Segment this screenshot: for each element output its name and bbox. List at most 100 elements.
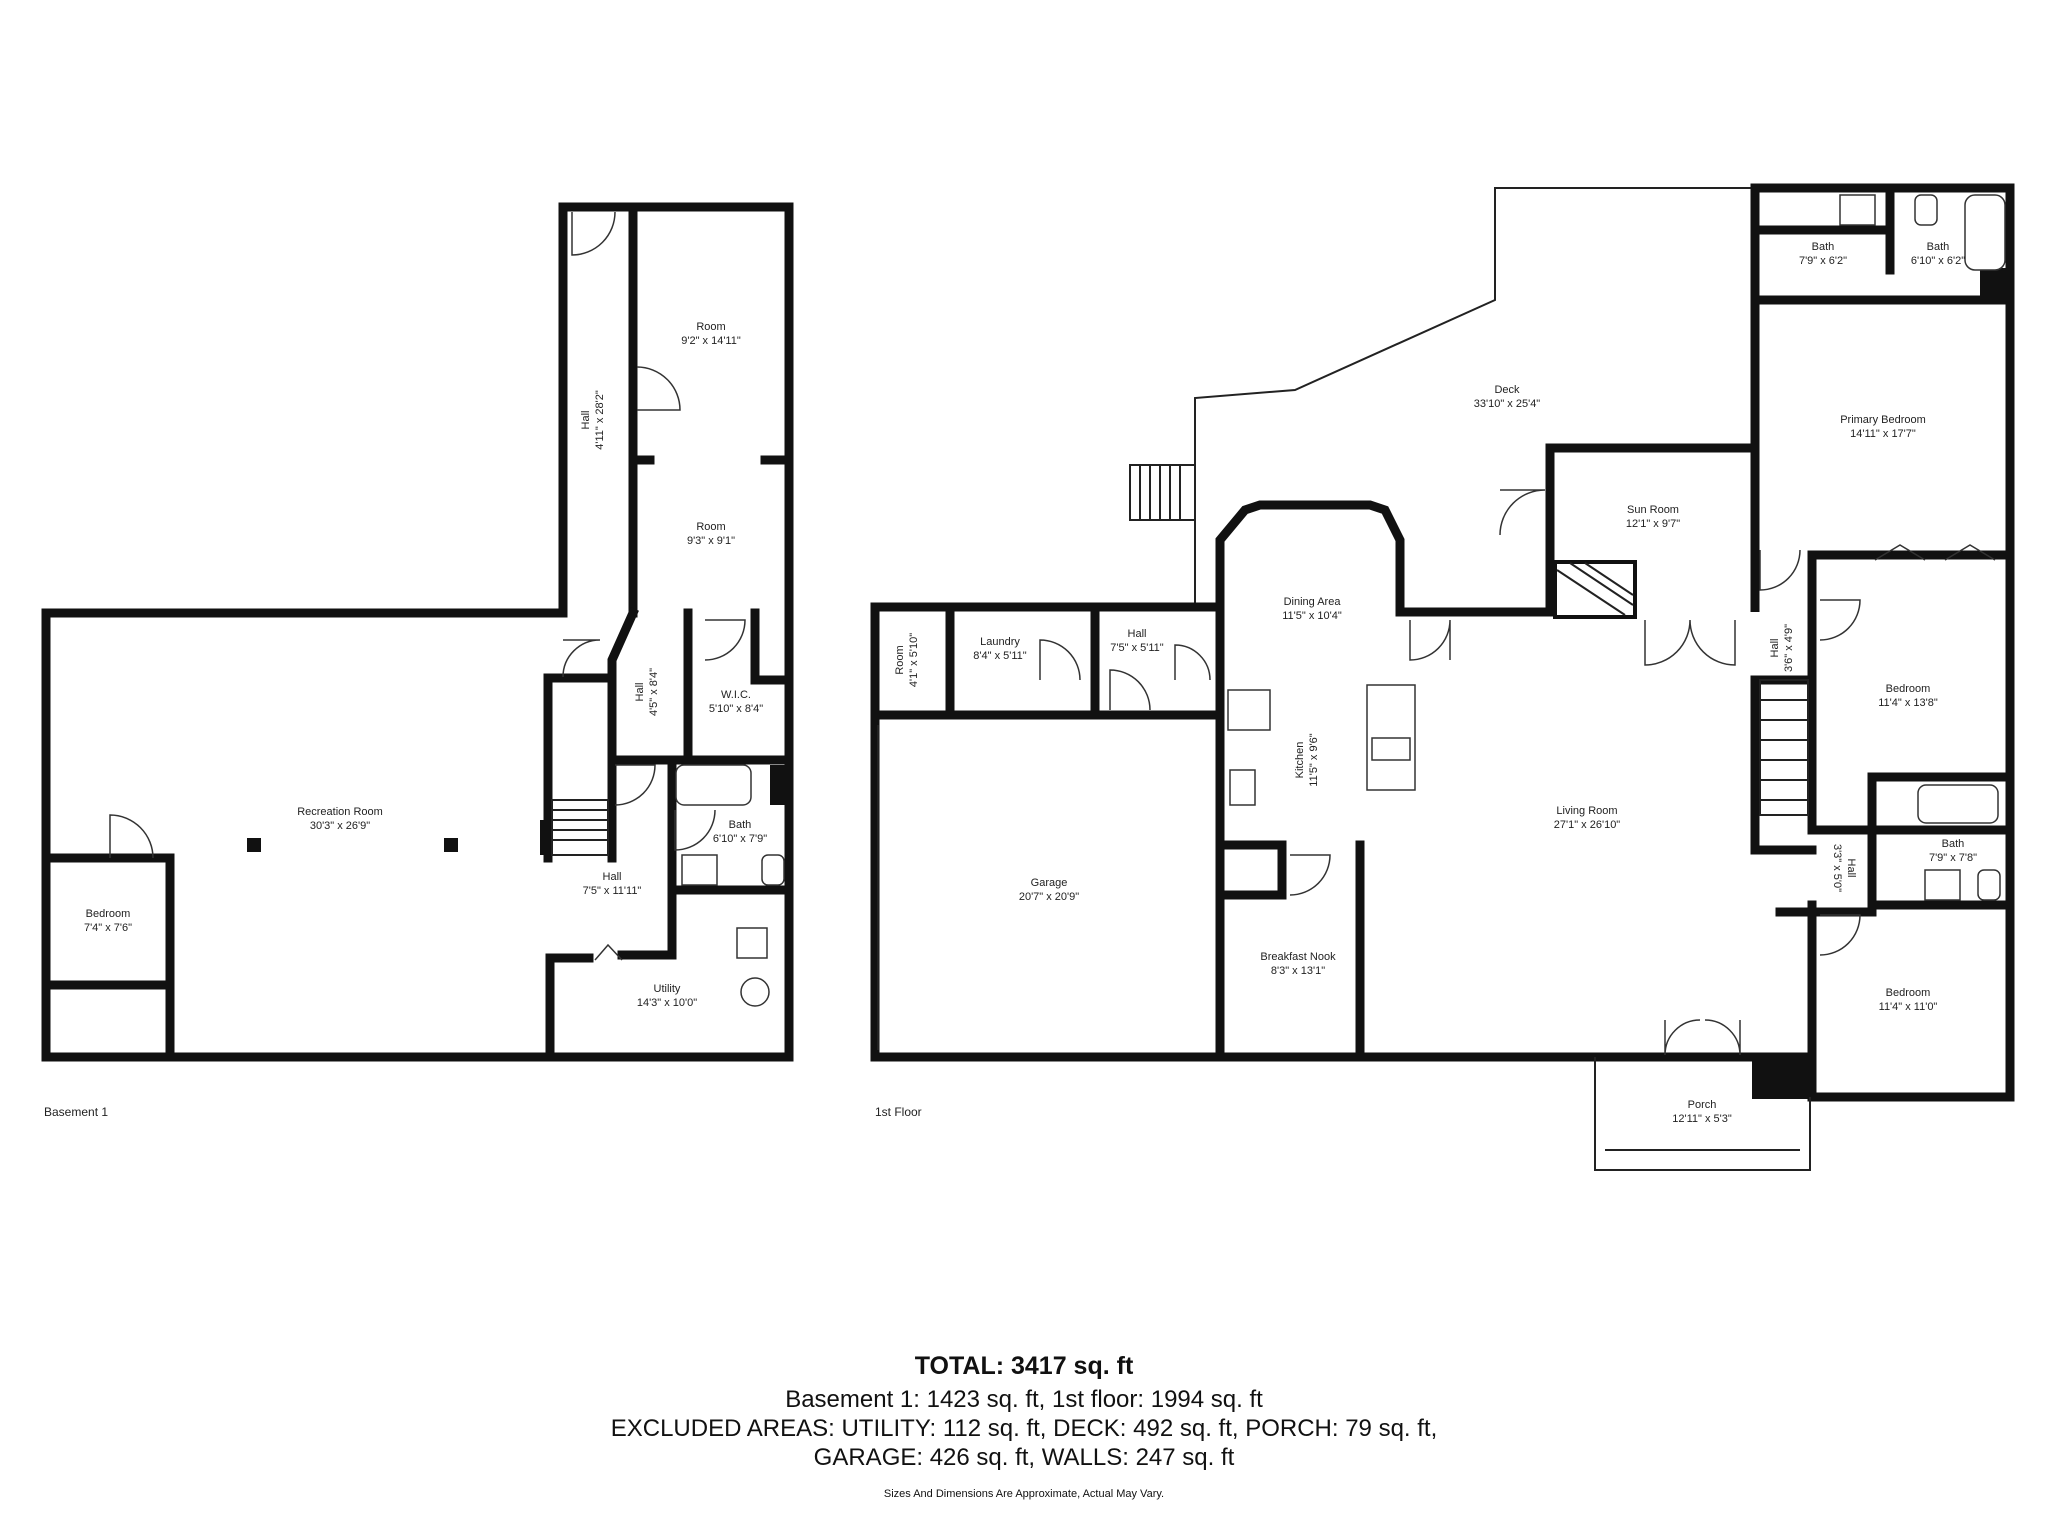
room-name: Bath xyxy=(1927,241,1950,253)
excluded-areas-continued: GARAGE: 426 sq. ft, WALLS: 247 sq. ft xyxy=(813,1444,1235,1471)
door-swing-icon xyxy=(1039,639,1081,681)
toilet-icon xyxy=(761,854,785,886)
room-name: Room xyxy=(894,645,906,674)
room-dims: 14'11" x 17'7" xyxy=(1850,428,1916,440)
room-dims: 7'5" x 11'11" xyxy=(583,885,642,897)
sink-icon xyxy=(1839,194,1876,226)
room-name: Kitchen xyxy=(1294,742,1306,779)
disclaimer: Sizes And Dimensions Are Approximate, Ac… xyxy=(883,1488,1165,1500)
wall-block-icon xyxy=(1752,1057,1812,1099)
room-dims: 8'4" x 5'11" xyxy=(973,650,1026,662)
room-name: Porch xyxy=(1688,1099,1717,1111)
floor-label: Basement 1 xyxy=(44,1105,108,1119)
room-dims: 12'11" x 5'3" xyxy=(1672,1113,1732,1125)
room-name: Hall xyxy=(580,411,592,430)
column-icon xyxy=(247,838,261,852)
sink-icon xyxy=(1924,869,1961,901)
door-bifold-icon xyxy=(594,943,623,961)
room-dims: 7'9" x 7'8" xyxy=(1929,852,1977,864)
room-name: Deck xyxy=(1494,384,1520,396)
room-name: Hall xyxy=(603,871,622,883)
room-dims: 4'11" x 28'2" xyxy=(594,390,606,450)
floor-areas: Basement 1: 1423 sq. ft, 1st floor: 1994… xyxy=(785,1386,1263,1413)
room-dims: 33'10" x 25'4" xyxy=(1474,398,1541,410)
room-name: Hall xyxy=(1845,859,1857,878)
door-swing-icon xyxy=(1289,854,1331,896)
room-name: Breakfast Nook xyxy=(1260,951,1336,963)
floor-label: 1st Floor xyxy=(875,1105,922,1119)
door-swing-icon xyxy=(1109,669,1151,711)
room-name: Room xyxy=(696,321,725,333)
room-dims: 11'4" x 13'8" xyxy=(1878,697,1938,709)
room-name: Room xyxy=(696,521,725,533)
room-name: Utility xyxy=(654,983,681,995)
toilet-icon xyxy=(1977,869,2001,901)
room-dims: 9'3" x 9'1" xyxy=(687,535,735,547)
door-swing-icon xyxy=(1644,619,1736,666)
wall-block-icon xyxy=(770,765,789,805)
room-dims: 4'1" x 5'10" xyxy=(908,633,920,687)
fireplace-icon xyxy=(1553,560,1637,619)
basement-bedroom-walls xyxy=(41,853,175,1062)
deck-outline xyxy=(1194,187,1756,605)
wall-block-icon xyxy=(1980,268,2010,298)
room-name: Bath xyxy=(1942,838,1965,850)
room-dims: 3'3" x 5'0" xyxy=(1831,844,1843,892)
room-dims: 12'1" x 9'7" xyxy=(1626,518,1680,530)
door-swing-icon xyxy=(109,814,154,859)
fireplace-hatch xyxy=(1556,562,1634,616)
room-name: Bedroom xyxy=(86,908,131,920)
room-dims: 7'5" x 5'11" xyxy=(1110,642,1163,654)
room-dims: 6'10" x 6'2" xyxy=(1911,255,1965,267)
living-stairs-icon xyxy=(1759,679,1809,816)
room-dims: 11'5" x 9'6" xyxy=(1308,733,1320,786)
room-dims: 30'3" x 26'9" xyxy=(310,820,370,832)
room-dims: 11'5" x 10'4" xyxy=(1282,610,1342,622)
bathtub-icon xyxy=(1964,194,2006,271)
room-name: Bedroom xyxy=(1886,683,1931,695)
excluded-areas: EXCLUDED AREAS: UTILITY: 112 sq. ft, DEC… xyxy=(610,1415,1438,1442)
total-area: TOTAL: 3417 sq. ft xyxy=(914,1352,1134,1380)
room-dims: 20'7" x 20'9" xyxy=(1019,891,1079,903)
basement-stairs-icon xyxy=(540,799,609,856)
room-name: Hall xyxy=(1769,639,1781,658)
door-swing-icon xyxy=(1174,644,1211,681)
sink-icon xyxy=(681,854,718,886)
first-floor-plan: Deck 33'10" x 25'4" Bath 7'9" x 6'2" Bat… xyxy=(870,183,2015,1171)
basement-plan: Room 9'2" x 14'11" Room 9'3" x 9'1" Hall… xyxy=(41,202,794,1119)
toilet-icon xyxy=(1914,194,1938,226)
room-dims: 4'5" x 8'4" xyxy=(648,668,660,716)
door-swing-icon xyxy=(674,809,716,851)
appliance-icon xyxy=(736,927,768,959)
porch-outline xyxy=(1594,1057,1811,1171)
door-swing-icon xyxy=(1759,549,1801,591)
room-dims: 11'4" x 11'0" xyxy=(1879,1001,1938,1013)
door-swing-icon xyxy=(1409,619,1451,661)
door-swing-icon xyxy=(614,764,656,806)
deck-stairs-icon xyxy=(1129,464,1196,521)
room-name: Bath xyxy=(729,819,752,831)
room-dims: 8'3" x 13'1" xyxy=(1271,965,1325,977)
room-name: Garage xyxy=(1031,877,1068,889)
basement-outer-wall xyxy=(41,202,794,1062)
room-name: Primary Bedroom xyxy=(1840,414,1926,426)
room-name: Hall xyxy=(634,683,646,702)
room-name: Recreation Room xyxy=(297,806,383,818)
door-swing-icon xyxy=(1499,489,1546,536)
room-dims: 14'3" x 10'0" xyxy=(637,997,697,1009)
room-dims: 9'2" x 14'11" xyxy=(681,335,741,347)
door-swing-icon xyxy=(562,639,601,678)
first-floor-outer-wall xyxy=(870,183,2015,1102)
column-icon xyxy=(444,838,458,852)
bathtub-icon xyxy=(1917,784,1999,824)
door-swing-icon xyxy=(1819,599,1861,641)
door-swing-icon xyxy=(1664,1019,1741,1056)
room-dims: 5'10" x 8'4" xyxy=(709,703,763,715)
room-dims: 7'9" x 6'2" xyxy=(1799,255,1847,267)
room-dims: 27'1" x 26'10" xyxy=(1554,819,1621,831)
door-swing-icon xyxy=(1819,914,1861,956)
room-name: Bedroom xyxy=(1886,987,1931,999)
room-dims: 7'4" x 7'6" xyxy=(84,922,132,934)
